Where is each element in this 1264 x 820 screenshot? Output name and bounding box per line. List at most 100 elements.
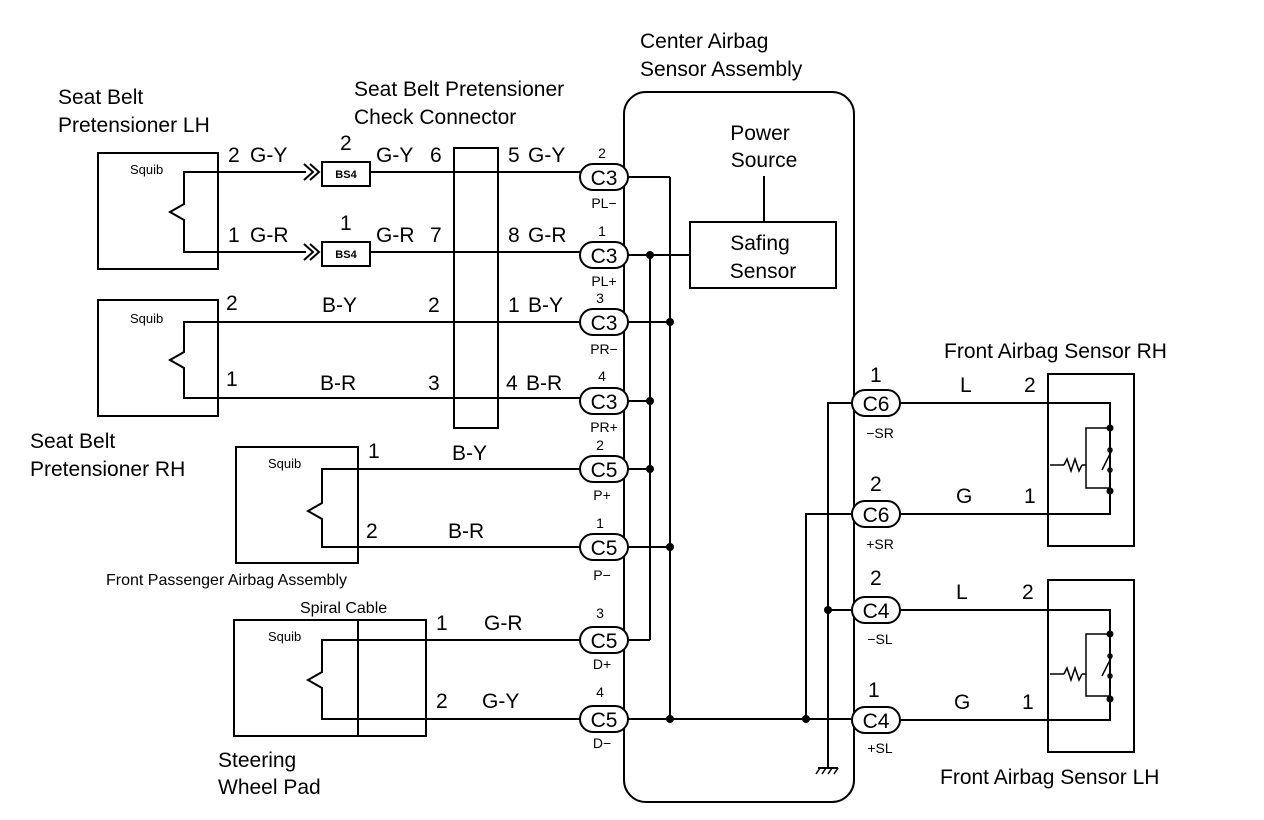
squib-label: Squib — [268, 456, 301, 471]
connector-name: C3 — [591, 391, 618, 414]
wire-color-label: G — [954, 691, 970, 714]
squib-label: Squib — [130, 162, 163, 177]
pin-label: 1 — [228, 224, 240, 247]
connector-name: C5 — [591, 709, 618, 732]
connector-name: C5 — [591, 630, 618, 653]
wire-rh-bottom: 1 B-R 3 4 B-R — [218, 368, 580, 399]
connector-c5-p-plus: C5 2 P+ — [579, 437, 629, 503]
seat-belt-pretensioner-lh: Seat Belt Pretensioner LH Squib — [58, 86, 260, 270]
connector-signal: D− — [593, 735, 611, 751]
wire-color-label: G — [956, 485, 972, 508]
connector-signal: −SR — [866, 425, 894, 441]
junction-dot — [666, 543, 674, 551]
center-assembly-title-2: Sensor Assembly — [640, 58, 803, 81]
wire-color-label: B-R — [448, 520, 484, 543]
connector-pin: 4 — [596, 684, 604, 700]
pin-label: 2 — [226, 292, 238, 315]
junction-dot — [646, 397, 654, 405]
connector-pin: 1 — [596, 515, 604, 531]
junction-dot — [646, 251, 654, 259]
wire-color-label: L — [956, 581, 968, 604]
connector-c6-sr-plus: C6 2 +SR G 1 — [851, 473, 1048, 552]
connector-signal: PR+ — [590, 419, 618, 435]
squib-icon — [305, 468, 580, 548]
connector-pin: 2 — [596, 437, 604, 453]
wire-color-label: B-Y — [452, 442, 487, 465]
connector-pin: 1 — [598, 223, 606, 239]
connector-signal: −SL — [867, 631, 893, 647]
connector-name: C6 — [863, 393, 890, 416]
center-assembly-body — [623, 91, 855, 803]
junction-dot — [646, 465, 654, 473]
wire-color-label: B-R — [320, 372, 356, 395]
connector-pin: 2 — [598, 145, 606, 161]
wire-color-label: B-Y — [322, 294, 357, 317]
pin-label: 1 — [368, 440, 380, 463]
bs4-connector-box — [321, 241, 371, 267]
sensor-pin-label: 2 — [1024, 374, 1036, 397]
passenger-airbag-title: Front Passenger Airbag Assembly — [106, 572, 347, 589]
connector-pin: 3 — [596, 605, 604, 621]
pretensioner-rh-title-2: Pretensioner RH — [30, 458, 185, 481]
wire-color-label: G-R — [484, 612, 523, 635]
wire-color-label: L — [960, 374, 972, 397]
connector-name: C6 — [863, 504, 890, 527]
squib-icon — [167, 171, 260, 253]
pin-label: 1 — [226, 368, 238, 391]
sensor-switch-icon — [1048, 609, 1114, 721]
connector-signal: PL− — [591, 195, 616, 211]
wire-color-label: G-R — [250, 224, 289, 247]
squib-icon — [167, 321, 260, 399]
connector-c5-p-minus: C5 1 P− — [579, 515, 629, 583]
wire-color-label: B-Y — [528, 294, 563, 317]
wire-color-label: G-R — [528, 224, 567, 247]
connector-name: C4 — [863, 710, 890, 733]
safing-sensor-label-2: Sensor — [730, 260, 797, 283]
wire-color-label: B-R — [526, 372, 562, 395]
check-connector-title-1: Seat Belt Pretensioner — [354, 78, 564, 101]
connector-c3-pr-minus: C3 3 PR− — [579, 290, 629, 357]
sensor-pin-label: 2 — [1022, 581, 1034, 604]
wire-color-label: G-Y — [528, 144, 565, 167]
connector-pin: 3 — [596, 290, 604, 306]
connector-pin: 2 — [870, 473, 882, 496]
connector-name: C3 — [591, 312, 618, 335]
connector-c3-pl-minus: C3 2 PL− — [579, 145, 629, 211]
connector-signal: +SR — [866, 536, 894, 552]
front-airbag-sensor-lh: Front Airbag Sensor LH — [940, 579, 1159, 789]
connector-pin: 1 — [868, 679, 880, 702]
wire-lh-top: BS4 2 G-Y 2 G-Y 6 5 G-Y — [218, 132, 580, 187]
pin-label: 8 — [508, 224, 520, 247]
check-connector-body — [453, 147, 499, 429]
pin-label: 3 — [428, 372, 440, 395]
steering-wheel-pad: Spiral Cable Squib 1 G-R 2 G-Y Steering … — [218, 600, 580, 799]
safing-sensor-box — [689, 221, 837, 289]
pin-label: 1 — [436, 612, 448, 635]
wire-color-label: G-Y — [482, 690, 519, 713]
connector-c5-d-plus: C5 3 D+ — [579, 605, 629, 672]
front-airbag-sensor-rh: Front Airbag Sensor RH — [944, 340, 1167, 547]
power-source-label-1: Power — [730, 122, 790, 145]
wire-lh-bottom: BS4 1 G-R 1 G-R 7 8 G-R — [218, 212, 580, 267]
squib-icon — [305, 639, 580, 720]
connector-c5-d-minus: C5 4 D− — [579, 684, 629, 751]
bs4-connector-box — [321, 161, 371, 187]
pretensioner-rh-body — [97, 299, 219, 417]
safing-sensor-label-1: Safing — [730, 232, 790, 255]
check-connector-title-2: Check Connector — [354, 106, 516, 129]
pin-label: 6 — [430, 144, 442, 167]
squib-label: Squib — [268, 629, 301, 644]
connector-name: C4 — [863, 600, 890, 623]
connector-signal: PR− — [590, 341, 618, 357]
connector-name: C3 — [591, 245, 618, 268]
center-assembly-title-1: Center Airbag — [640, 30, 768, 53]
steering-pad-title-2: Wheel Pad — [218, 776, 321, 799]
pin-label: 5 — [508, 144, 520, 167]
front-sensor-rh-title: Front Airbag Sensor RH — [944, 340, 1167, 363]
pin-label: 2 — [228, 144, 240, 167]
sensor-pin-label: 1 — [1024, 485, 1036, 508]
pin-label: 1 — [340, 212, 352, 235]
center-airbag-sensor-assembly: Center Airbag Sensor Assembly Power Sour… — [623, 30, 855, 803]
pin-label: 4 — [506, 372, 518, 395]
